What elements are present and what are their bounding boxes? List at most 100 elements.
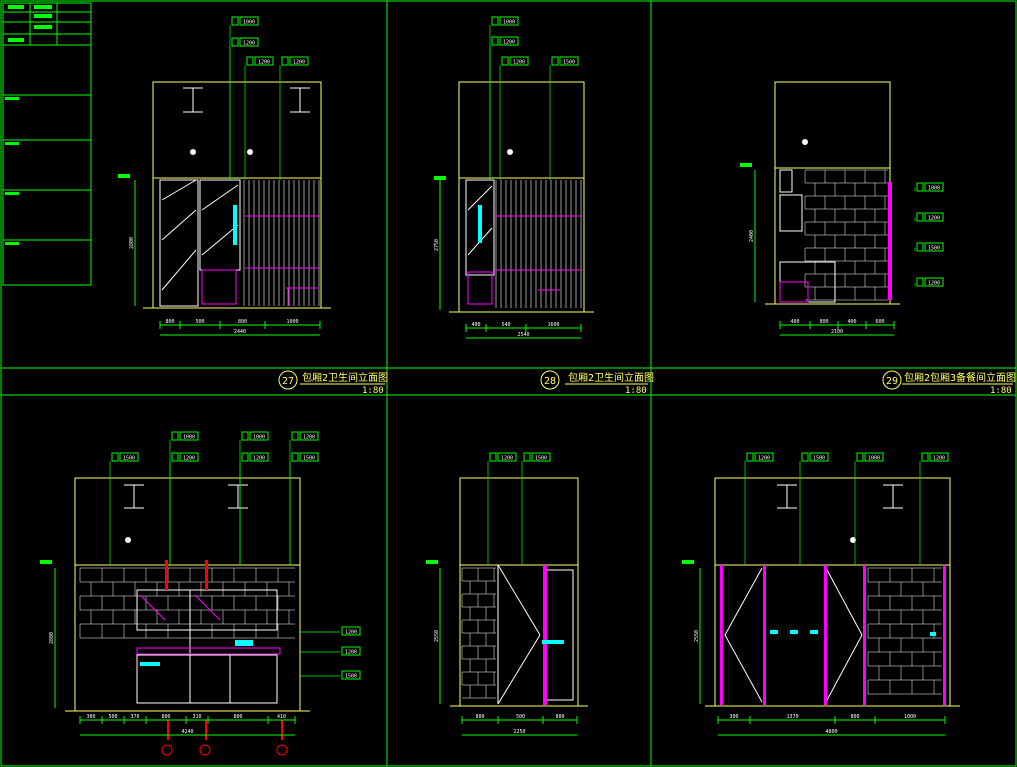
ceiling-light	[247, 149, 253, 155]
dimension-label: 800	[165, 319, 174, 325]
tag-value: 1200	[933, 456, 945, 462]
tag-value: 1500	[123, 456, 135, 462]
door-frames	[720, 565, 946, 705]
tag-box	[746, 452, 754, 462]
fixture-outline	[136, 594, 281, 655]
tag-box	[864, 452, 884, 462]
tag-box	[291, 452, 299, 462]
tag-box	[921, 452, 929, 462]
view-title: 包厢2包厢3备餐间立面图	[904, 371, 1016, 384]
ceiling-light	[850, 537, 856, 543]
dimension-label: 540	[501, 322, 510, 328]
dimension-total: 2250	[513, 729, 525, 735]
dimension-total: 2440	[234, 329, 246, 335]
note-box	[341, 670, 361, 680]
wall-edge	[888, 182, 892, 300]
tag-box	[231, 37, 239, 47]
tag-value: 1200	[183, 456, 195, 462]
mirror-light	[233, 205, 237, 245]
accent-marks	[770, 630, 936, 636]
tag-box	[551, 56, 559, 66]
tag-value: 1200	[293, 60, 305, 66]
dimension-label: 800	[161, 714, 170, 720]
tag-value: 1200	[303, 435, 315, 441]
tag-box	[111, 452, 119, 462]
dimension-label: 300	[729, 714, 738, 720]
tag-box	[499, 36, 519, 46]
ceiling-light	[802, 139, 808, 145]
door-swings	[724, 567, 863, 703]
dimension-label: 800	[819, 319, 828, 325]
tag-box	[299, 431, 319, 441]
wall-tiles	[867, 567, 942, 695]
tag-box	[501, 56, 509, 66]
tag-box	[241, 431, 249, 441]
dimension-label: 380	[86, 714, 95, 720]
dimension-total: 4800	[825, 729, 837, 735]
tag-box	[809, 452, 829, 462]
ceiling-light	[507, 149, 513, 155]
tag-box	[491, 36, 499, 46]
wall-outline	[458, 81, 585, 313]
elevation-30	[65, 477, 310, 756]
tag-box	[801, 452, 809, 462]
note-value: 1200	[345, 630, 357, 636]
tag-box	[924, 212, 944, 222]
tag-box	[559, 56, 579, 66]
tag-value: 1000	[503, 20, 515, 26]
tag-box	[241, 452, 249, 462]
tag-box	[291, 431, 299, 441]
dimension-label: 400	[847, 319, 856, 325]
tag-value: 1200	[253, 456, 265, 462]
tag-value: 1000	[243, 20, 255, 26]
height-label: 2750	[434, 239, 440, 251]
tag-value: 1500	[813, 456, 825, 462]
mirror-light	[478, 205, 482, 243]
tag-value: 1000	[253, 435, 265, 441]
tag-box	[489, 452, 497, 462]
dimension-label: 600	[875, 319, 884, 325]
view-number: 29	[886, 376, 898, 387]
ceiling-light	[190, 149, 196, 155]
tag-value: 1200	[501, 456, 513, 462]
tag-box	[171, 452, 179, 462]
tag-box	[916, 242, 924, 252]
tag-value: 1000	[183, 435, 195, 441]
level-marker	[434, 176, 446, 180]
dimension-total: 2100	[831, 329, 843, 335]
title-block	[2, 2, 92, 286]
height-label: 2550	[694, 630, 700, 642]
note-value: 1500	[345, 674, 357, 680]
dimension-label: 500	[108, 714, 117, 720]
level-marker	[118, 174, 130, 178]
tag-box	[249, 431, 269, 441]
dimension-label: 1370	[786, 714, 798, 720]
wall-tiles	[79, 567, 295, 639]
dimension-label: 800	[555, 714, 564, 720]
tag-box	[509, 56, 529, 66]
dimension-label: 400	[471, 322, 480, 328]
note-value: 1200	[345, 650, 357, 656]
tag-box	[916, 212, 924, 222]
tag-box	[239, 37, 259, 47]
level-marker	[682, 560, 694, 564]
fixture-outline	[201, 215, 320, 306]
height-label: 2800	[49, 632, 55, 644]
dimension-label: 800	[233, 714, 242, 720]
tag-box	[289, 56, 309, 66]
ceiling-beams	[183, 87, 310, 113]
wall-panel-stripes	[495, 180, 582, 308]
dimension-label: 410	[277, 714, 286, 720]
height-label: 2400	[749, 230, 755, 242]
glass-partition	[159, 179, 241, 307]
section-markers	[161, 744, 288, 756]
dimension-label: 1000	[286, 319, 298, 325]
dimension-label: 800	[850, 714, 859, 720]
tag-box	[231, 16, 239, 26]
level-marker	[740, 163, 752, 167]
view-number: 28	[544, 376, 556, 387]
title-block-fills	[5, 5, 52, 245]
tag-value: 1000	[868, 456, 880, 462]
